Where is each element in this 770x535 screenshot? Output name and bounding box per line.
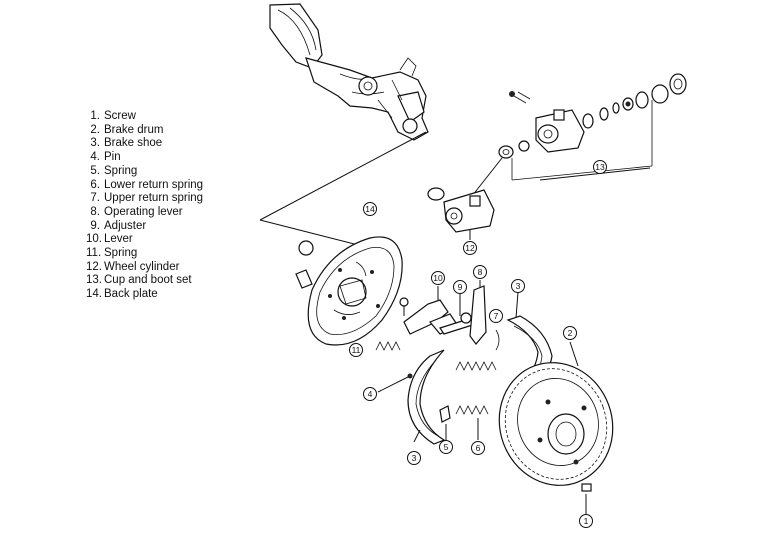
svg-text:5: 5	[444, 442, 449, 452]
legend-item-13: 13.Cup and boot set	[86, 274, 192, 287]
lower-return-spring	[455, 405, 489, 440]
svg-text:9: 9	[458, 282, 463, 292]
legend-item-14: 14.Back plate	[86, 288, 158, 301]
legend-item-7: 7.Upper return spring	[90, 192, 204, 205]
callout-2: 2	[563, 326, 577, 340]
legend-item-5: 5.Spring	[90, 164, 138, 177]
spring-11	[375, 297, 409, 351]
callout-11: 11	[349, 343, 363, 357]
callout-13: 13	[593, 160, 607, 174]
legend-item-2: 2.Brake drum	[90, 123, 164, 136]
svg-text:12: 12	[465, 243, 475, 253]
callout-4: 4	[363, 387, 377, 401]
svg-text:8: 8	[478, 267, 483, 277]
back-plate	[295, 236, 403, 346]
legend-item-3: 3.Brake shoe	[90, 137, 163, 150]
svg-text:3: 3	[412, 453, 417, 463]
legend-item-9: 9.Adjuster	[90, 219, 147, 232]
upper-return-spring	[455, 329, 500, 371]
svg-text:2: 2	[568, 328, 573, 338]
wheel-cylinder	[427, 187, 495, 240]
svg-text:11: 11	[352, 345, 361, 355]
svg-text:6: 6	[476, 443, 481, 453]
svg-text:4: 4	[368, 389, 373, 399]
svg-text:13: 13	[595, 162, 605, 172]
legend-item-10: 10.Lever	[86, 233, 133, 246]
callout-9: 9	[453, 280, 467, 294]
parts-legend: 1.Screw 2.Brake drum 3.Brake shoe 4.Pin …	[86, 110, 203, 302]
callout-3-left: 3	[407, 451, 421, 465]
spring-5	[439, 405, 451, 440]
screw	[581, 483, 592, 514]
legend-item-11: 11.Spring	[86, 247, 138, 260]
legend-item-6: 6.Lower return spring	[90, 178, 204, 191]
cup-and-boot-set	[498, 73, 687, 181]
svg-text:3: 3	[516, 281, 521, 291]
callout-8: 8	[473, 265, 487, 279]
brake-drum	[498, 341, 614, 486]
legend-item-8: 8.Operating lever	[90, 205, 183, 218]
callout-3-right: 3	[511, 279, 525, 293]
pin	[377, 373, 413, 393]
svg-text:7: 7	[494, 311, 499, 321]
callout-10: 10	[431, 271, 445, 285]
svg-text:1: 1	[584, 516, 589, 526]
callout-12: 12	[463, 241, 477, 255]
svg-text:10: 10	[433, 273, 443, 283]
callout-14: 14	[363, 202, 377, 216]
axle-housing	[269, 3, 429, 141]
callout-7: 7	[489, 309, 503, 323]
callout-5: 5	[439, 440, 453, 454]
callout-1: 1	[579, 514, 593, 528]
legend-item-12: 12.Wheel cylinder	[86, 260, 180, 273]
svg-text:14: 14	[365, 204, 375, 214]
callout-6: 6	[471, 441, 485, 455]
leader-lines	[259, 131, 651, 249]
brake-shoe-left	[407, 349, 446, 445]
legend-item-4: 4.Pin	[90, 151, 121, 164]
operating-lever	[469, 280, 487, 345]
legend-item-1: 1.Screw	[90, 110, 136, 122]
